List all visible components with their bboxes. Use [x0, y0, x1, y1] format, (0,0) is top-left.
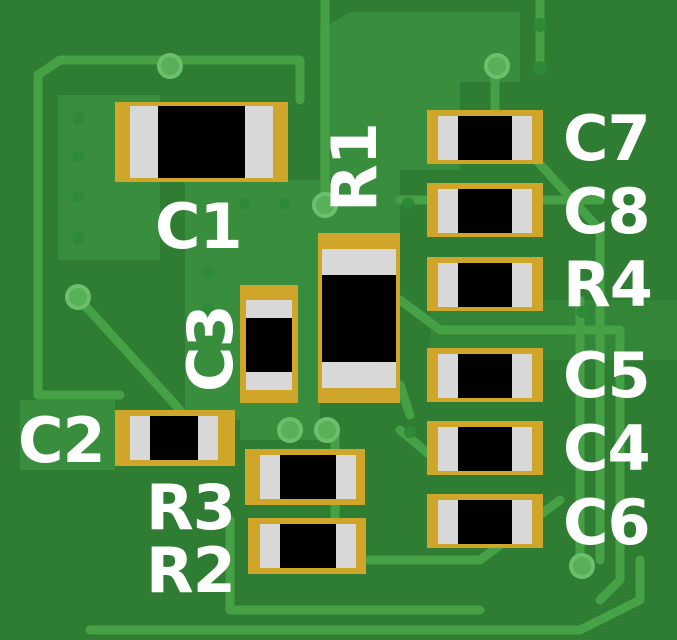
label-c1: C1	[155, 190, 243, 263]
component-c6	[427, 494, 543, 548]
component-r2	[248, 518, 366, 574]
component-c5	[427, 348, 543, 402]
component-r3	[245, 449, 365, 505]
label-c2: C2	[18, 404, 106, 477]
label-c8: C8	[563, 175, 651, 248]
component-r4	[427, 257, 543, 311]
component-c2	[115, 410, 235, 466]
label-c7: C7	[563, 102, 651, 175]
label-r2: R2	[146, 534, 236, 607]
label-r1: R1	[318, 123, 391, 212]
label-c5: C5	[563, 339, 651, 412]
component-c3	[240, 285, 298, 403]
component-c4	[427, 421, 543, 475]
vias	[65, 53, 595, 579]
label-c4: C4	[563, 412, 651, 485]
label-r4: R4	[563, 248, 653, 321]
small-vias	[72, 18, 588, 438]
copper-traces	[33, 0, 645, 635]
component-c8	[427, 183, 543, 237]
component-r1	[318, 233, 400, 403]
label-c3: C3	[174, 305, 247, 392]
label-c6: C6	[563, 486, 651, 559]
component-c1	[115, 102, 288, 182]
component-c7	[427, 110, 543, 164]
label-r3: R3	[146, 471, 236, 544]
